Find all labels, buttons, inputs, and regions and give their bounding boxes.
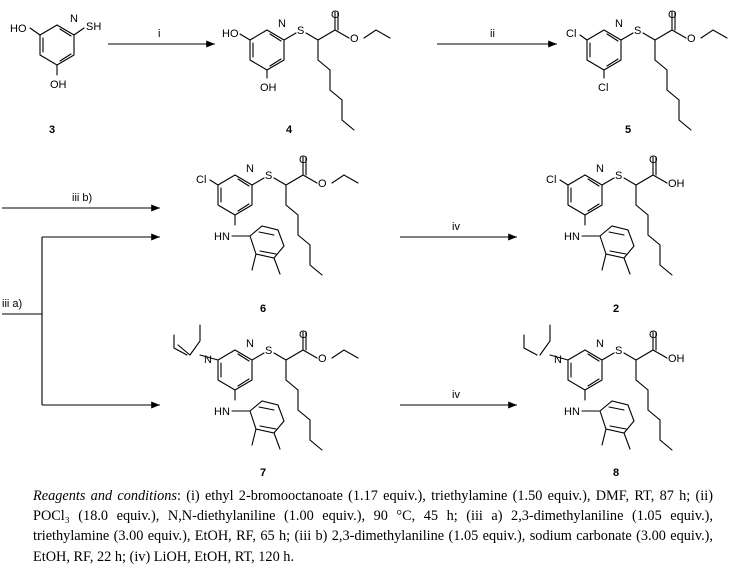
compound-2-structure: Cl N S HN O OH	[546, 154, 685, 276]
sulfur-label: S	[265, 170, 272, 182]
caption-text: : (i) ethyl 2-bromooctanoate (1.17 equiv…	[33, 488, 713, 565]
hydroxy-label: OH	[50, 79, 67, 91]
hydroxyl-label: OH	[668, 178, 685, 190]
amine-nh-label: HN	[564, 231, 580, 243]
carbonyl-o-label: O	[649, 154, 658, 166]
compound-number-7: 7	[260, 467, 266, 479]
compound-number-8: 8	[613, 467, 619, 479]
ring-n-label: N	[70, 13, 78, 25]
sulfur-label: S	[297, 25, 304, 37]
compound-8-structure: N N S HN O OH	[523, 324, 685, 451]
branch-line-iii-a	[2, 237, 43, 405]
amine-nh-label: HN	[564, 406, 580, 418]
ring-n-label: N	[246, 338, 254, 350]
compound-7-structure: N N S HN O O	[173, 324, 359, 451]
step-label-ii: ii	[490, 28, 495, 40]
ester-o-label: O	[350, 33, 359, 45]
sulfur-label: S	[615, 170, 622, 182]
hydroxyl-label: OH	[668, 353, 685, 365]
sulfur-label: S	[634, 25, 641, 37]
compound-3-structure: HO N SH OH	[10, 13, 101, 91]
amine-nh-label: HN	[214, 231, 230, 243]
carbonyl-o-label: O	[299, 154, 308, 166]
compound-number-2: 2	[613, 303, 619, 315]
compound-number-6: 6	[260, 303, 266, 315]
step-label-iii-b: iii b)	[72, 192, 92, 204]
chloro-label: Cl	[566, 28, 576, 40]
compound-number-4: 4	[286, 124, 293, 136]
chloro-label: Cl	[196, 174, 206, 186]
hydroxy-label: HO	[10, 23, 27, 35]
ester-o-label: O	[687, 33, 696, 45]
compound-number-5: 5	[625, 124, 631, 136]
carbonyl-o-label: O	[649, 329, 658, 341]
compound-number-3: 3	[49, 124, 55, 136]
compound-4-structure: HO N S OH O O	[222, 9, 391, 131]
compound-6-structure: Cl N S HN O O	[196, 154, 359, 276]
thiol-label: SH	[86, 21, 101, 33]
amine-nh-label: HN	[214, 406, 230, 418]
ring-n-label: N	[246, 163, 254, 175]
hydroxy-label: HO	[222, 28, 239, 40]
reaction-scheme: HO N SH OH 3 i HO N S OH O O 4 ii Cl N S…	[2, 9, 728, 479]
ring-n-label: N	[278, 18, 286, 30]
sulfur-label: S	[265, 345, 272, 357]
ring-n-label: N	[596, 338, 604, 350]
ring-n-label: N	[596, 163, 604, 175]
step-label-iii-a: iii a)	[2, 298, 22, 310]
chloro-label: Cl	[598, 82, 608, 94]
compound-5-structure: Cl N S Cl O O	[566, 9, 728, 131]
ester-o-label: O	[318, 178, 327, 190]
reagents-and-conditions-caption: Reagents and conditions: (i) ethyl 2-bro…	[33, 486, 713, 567]
ester-o-label: O	[318, 353, 327, 365]
carbonyl-o-label: O	[299, 329, 308, 341]
carbonyl-o-label: O	[331, 9, 340, 21]
sulfur-label: S	[615, 345, 622, 357]
ring-n-label: N	[615, 18, 623, 30]
carbonyl-o-label: O	[668, 9, 677, 21]
step-label-i: i	[158, 28, 160, 40]
step-label-iv-top: iv	[452, 221, 460, 233]
caption-lead: Reagents and conditions	[33, 488, 177, 504]
hydroxy-label: OH	[260, 82, 277, 94]
amine-n-label: N	[204, 354, 212, 366]
step-label-iv-bottom: iv	[452, 389, 460, 401]
amine-n-label: N	[554, 354, 562, 366]
chloro-label: Cl	[546, 174, 556, 186]
